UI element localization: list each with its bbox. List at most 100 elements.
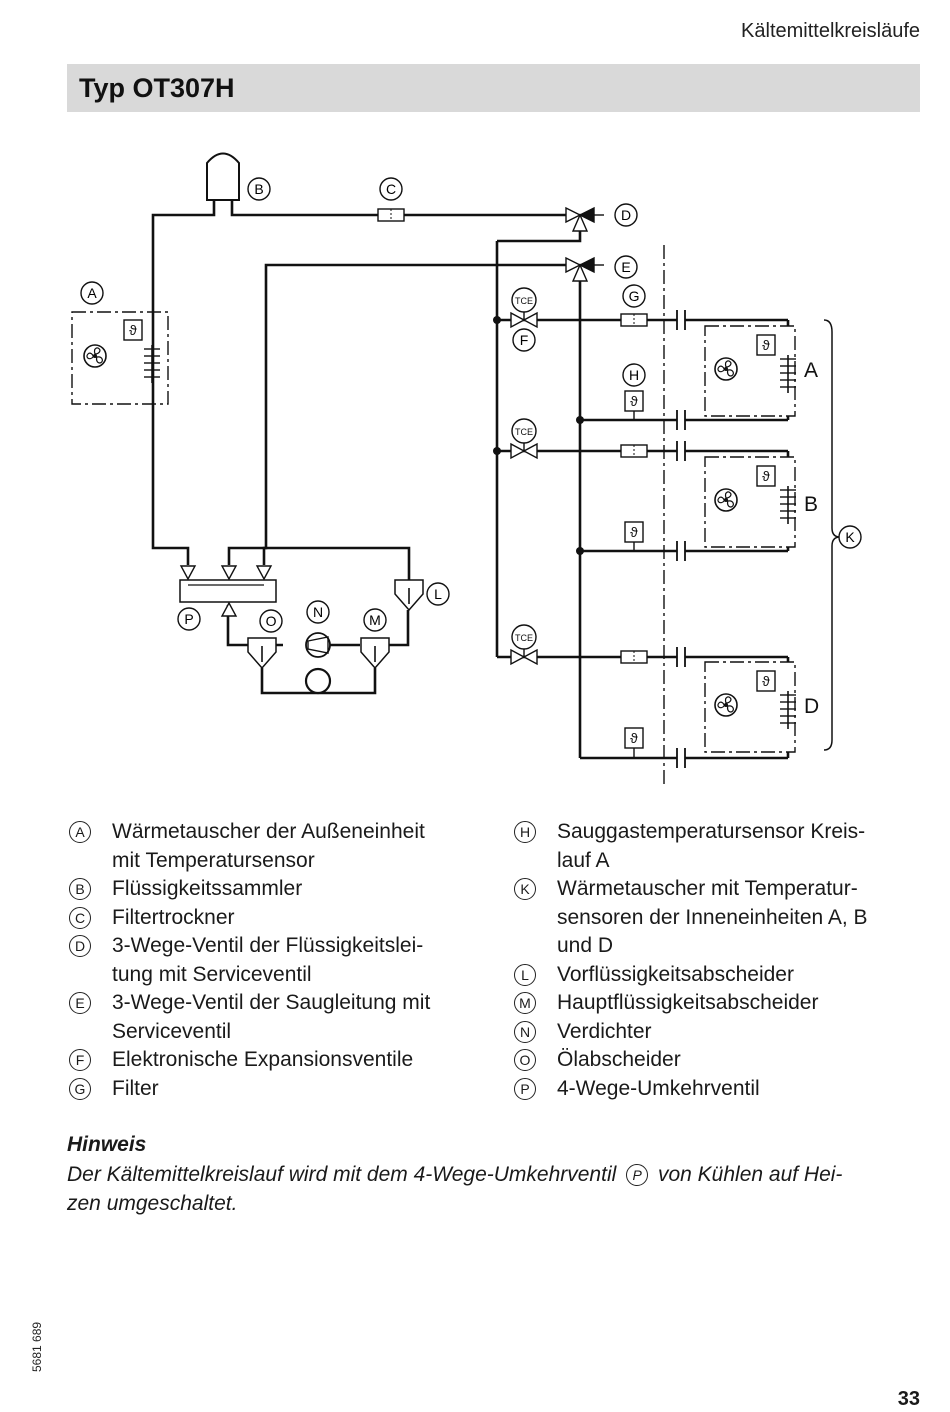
- callout-d: D: [614, 203, 638, 227]
- liquid-receiver: [206, 152, 240, 201]
- piping: [151, 199, 790, 760]
- note-ref-letter: P: [626, 1164, 649, 1186]
- legend-item-k: K Wärmetauscher mit Temperatur- sensoren…: [512, 875, 932, 961]
- suction-sensor-icon: [624, 521, 644, 543]
- legend-letter: P: [514, 1077, 536, 1100]
- legend-item-o: O Ölabscheider: [512, 1046, 932, 1075]
- legend-letter: M: [514, 992, 536, 1014]
- title-bar: Typ OT307H: [67, 64, 920, 112]
- callout-o: O: [259, 609, 283, 633]
- oil-separator-icon: [247, 637, 277, 669]
- coil-icon: [143, 344, 161, 384]
- document-number: 5681 689: [30, 1321, 44, 1372]
- legend-left: A Wärmetauscher der Außeneinheit mit Tem…: [67, 818, 487, 1103]
- legend-letter: H: [514, 821, 536, 843]
- callout-e: E: [614, 255, 638, 279]
- legend-item-l: L Vorflüssigkeitsabscheider: [512, 961, 932, 990]
- legend-right: H Sauggastemperatursensor Kreis- lauf A …: [512, 818, 932, 1103]
- letter-callouts: B C D E A G F H K L N P O M: [80, 177, 862, 633]
- callout-n: N: [306, 600, 330, 624]
- legend-item-d: D 3-Wege-Ventil der Flüssigkeitslei- tun…: [67, 932, 487, 989]
- legend-letter: E: [69, 992, 91, 1014]
- callout-p: P: [177, 607, 201, 631]
- svg-text:B: B: [254, 181, 263, 197]
- callout-f: F: [512, 328, 536, 352]
- filter-icon: [620, 650, 648, 664]
- callout-m: M: [363, 608, 387, 632]
- svg-text:A: A: [87, 285, 97, 301]
- main-liquid-separator-icon: [360, 637, 390, 669]
- indoor-unit-a: [704, 325, 797, 417]
- indoor-unit-d: [704, 661, 797, 753]
- pre-liquid-separator-icon: [394, 579, 424, 611]
- legend-item-h: H Sauggastemperatursensor Kreis- lauf A: [512, 818, 932, 875]
- filter-dryer-icon: [377, 208, 405, 222]
- four-way-valve: [179, 565, 277, 617]
- page-number: 33: [897, 1388, 920, 1410]
- filter-icon: [620, 444, 648, 458]
- svg-text:N: N: [313, 604, 323, 620]
- page-title: Typ OT307H: [79, 73, 235, 103]
- note-title: Hinweis: [67, 1133, 147, 1156]
- legend-letter: A: [69, 821, 91, 843]
- legend-item-n: N Verdichter: [512, 1018, 932, 1047]
- legend-letter: O: [514, 1049, 536, 1071]
- callout-h: H: [622, 363, 646, 387]
- suction-sensor-icon: [624, 727, 644, 749]
- legend-letter: L: [514, 963, 536, 986]
- legend-item-a: A Wärmetauscher der Außeneinheit mit Tem…: [67, 818, 487, 875]
- temperature-sensor-icon: [756, 465, 776, 487]
- indoor-unit-b: [704, 456, 797, 548]
- callout-l: L: [426, 582, 450, 606]
- svg-text:C: C: [386, 181, 396, 197]
- unit-label-d: D: [804, 695, 819, 718]
- svg-text:P: P: [184, 611, 193, 627]
- refrigerant-circuit-diagram: ϑ TCE: [71, 152, 862, 785]
- brace: [823, 319, 841, 751]
- legend-letter: B: [69, 878, 91, 900]
- legend-letter: D: [69, 935, 91, 957]
- legend-item-c: C Filtertrockner: [67, 904, 487, 933]
- callout-k: K: [838, 525, 862, 549]
- legend-letter: N: [514, 1020, 536, 1043]
- temperature-sensor-icon: [123, 319, 143, 341]
- svg-text:D: D: [621, 207, 631, 223]
- suction-sensor-icon: [624, 390, 644, 412]
- callout-c: C: [379, 177, 403, 201]
- unit-label-b: B: [804, 493, 818, 516]
- unit-label-a: A: [804, 359, 818, 382]
- temperature-sensor-icon: [756, 334, 776, 356]
- callout-g: G: [622, 284, 646, 308]
- svg-text:F: F: [520, 332, 529, 348]
- legend-letter: F: [69, 1049, 91, 1071]
- svg-text:E: E: [621, 259, 630, 275]
- svg-text:L: L: [434, 586, 442, 602]
- legend-letter: K: [514, 878, 536, 900]
- pipe-connector: [676, 409, 686, 431]
- compressor: [304, 632, 332, 695]
- fan-icon: [83, 344, 107, 368]
- section-header: Kältemittelkreisläufe: [741, 20, 920, 42]
- legend-item-m: M Hauptflüssigkeitsabscheider: [512, 989, 932, 1018]
- svg-text:K: K: [845, 529, 855, 545]
- pipe-connector: [676, 540, 686, 562]
- svg-text:G: G: [629, 288, 640, 304]
- junction-dots: [493, 316, 584, 555]
- three-way-valve-suction: [565, 256, 604, 282]
- note-block: Hinweis Der Kältemittelkreislauf wird mi…: [67, 1130, 927, 1218]
- filter-icon: [620, 313, 648, 327]
- note-text: Der Kältemittelkreislauf wird mit dem 4-…: [67, 1163, 843, 1186]
- legend-item-f: F Elektronische Expansionsventile: [67, 1046, 487, 1075]
- legend-letter: G: [69, 1077, 91, 1100]
- callout-b: B: [247, 177, 271, 201]
- svg-text:M: M: [369, 612, 381, 628]
- pipe-connector: [676, 747, 686, 769]
- svg-text:H: H: [629, 367, 639, 383]
- svg-text:O: O: [266, 613, 277, 629]
- callout-a: A: [80, 281, 104, 305]
- legend-item-p: P 4-Wege-Umkehrventil: [512, 1075, 932, 1104]
- pipe-connector: [676, 309, 686, 331]
- three-way-valve-liquid: [565, 206, 604, 232]
- legend-letter: C: [69, 906, 91, 929]
- legend-item-g: G Filter: [67, 1075, 487, 1104]
